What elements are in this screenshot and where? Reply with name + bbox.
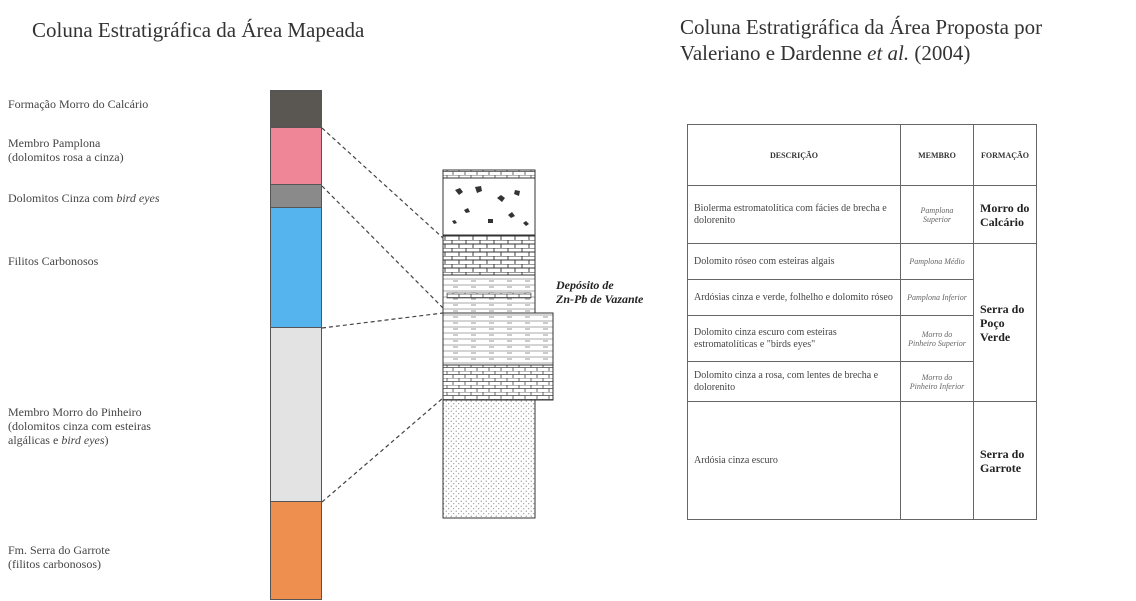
correlation-lines xyxy=(321,127,444,503)
unit-label-serra-garrote-line1: Fm. Serra do Garrote xyxy=(8,543,110,557)
table-row: Ardósias cinza e verde, folhelho e dolom… xyxy=(687,279,1037,316)
proposed-title-line2: Valeriano e Dardenne et al. (2004) xyxy=(680,40,1135,66)
row-member: Pamplona Inferior xyxy=(900,279,974,316)
deposit-label-line2: Zn-Pb de Vazante xyxy=(556,292,644,306)
stratigraphic-table: DESCRIÇÃO MEMBRO FORMAÇÃO Biolerma estro… xyxy=(687,124,1037,520)
row-description: Dolomito cinza a rosa, com lentes de bre… xyxy=(687,361,901,402)
proposed-title-year: (2004) xyxy=(914,41,971,65)
table-row: Dolomito cinza a rosa, com lentes de bre… xyxy=(687,361,1037,402)
row-member: Morro do Pinheiro Superior xyxy=(900,315,974,362)
proposed-column-title: Valeriano e Dardenne Coluna Estratigráfi… xyxy=(680,14,1135,66)
litho-breccia-clasts xyxy=(452,186,529,226)
row-description: Dolomito róseo com esteiras algais xyxy=(687,243,901,280)
column-segment-filitos xyxy=(270,207,322,328)
header-formation: FORMAÇÃO xyxy=(973,124,1037,186)
formation-morro-calcario: Morro do Calcário xyxy=(973,185,1037,244)
unit-label-serra-garrote: Fm. Serra do Garrote (filitos carbonosos… xyxy=(8,543,110,571)
header-member: MEMBRO xyxy=(900,124,974,186)
header-description: DESCRIÇÃO xyxy=(687,124,901,186)
unit-label-morro-pinheiro: Membro Morro do Pinheiro (dolomitos cinz… xyxy=(8,405,151,447)
deposit-label: Depósito de Zn-Pb de Vazante xyxy=(556,278,643,306)
unit-label-dolomitos-cinza-text: Dolomitos Cinza com xyxy=(8,191,114,205)
proposed-title-etal: et al. xyxy=(867,41,910,65)
litho-shale-marker xyxy=(446,292,532,299)
litho-top-cap xyxy=(442,169,536,179)
row-description: Ardósia cinza escuro xyxy=(687,401,901,520)
row-member: Morro do Pinheiro Inferior xyxy=(900,361,974,402)
litho-breccia xyxy=(442,177,536,236)
litho-mid-shale xyxy=(442,312,554,366)
unit-label-dolomitos-cinza: Dolomitos Cinza com bird eyes xyxy=(8,191,160,205)
unit-label-pamplona-line1: Membro Pamplona xyxy=(8,136,101,150)
row-member: Pamplona Superior xyxy=(900,185,974,244)
unit-label-morro-pinheiro-line3: algálicas e bird eyes) xyxy=(8,433,109,447)
deposit-label-line1: Depósito de xyxy=(556,278,614,292)
table-row: Biolerma estromatolítica com fácies de b… xyxy=(687,185,1037,244)
table-row: Ardósia cinza escuro Serra do Garrote xyxy=(687,401,1037,520)
unit-label-dolomitos-cinza-italic: bird eyes xyxy=(116,191,160,205)
formation-serra-garrote: Serra do Garrote xyxy=(973,401,1037,520)
row-description: Biolerma estromatolítica com fácies de b… xyxy=(687,185,901,244)
column-segment-morro-pinheiro xyxy=(270,327,322,502)
mapped-column-title: Coluna Estratigráfica da Área Mapeada xyxy=(32,18,365,42)
litho-lower-dolomite xyxy=(442,364,554,401)
row-description: Ardósias cinza e verde, folhelho e dolom… xyxy=(687,279,901,316)
unit-label-pamplona: Membro Pamplona (dolomitos rosa a cinza) xyxy=(8,136,124,164)
table-row: Dolomito cinza escuro com esteiras estro… xyxy=(687,315,1037,362)
proposed-title-authors: Valeriano e Dardenne xyxy=(680,41,862,65)
unit-label-morro-pinheiro-line2: (dolomitos cinza com esteiras xyxy=(8,419,151,433)
litho-dolomite xyxy=(442,234,536,276)
unit-label-morro-pinheiro-line1: Membro Morro do Pinheiro xyxy=(8,405,142,419)
table-header-row: DESCRIÇÃO MEMBRO FORMAÇÃO xyxy=(687,124,1037,186)
unit-label-pamplona-line2: (dolomitos rosa a cinza) xyxy=(8,150,124,164)
row-description: Dolomito cinza escuro com esteiras estro… xyxy=(687,315,901,362)
table-row: Dolomito róseo com esteiras algais Pampl… xyxy=(687,243,1037,402)
row-member xyxy=(900,401,974,520)
column-segment-pamplona xyxy=(270,127,322,185)
unit-label-serra-garrote-line2: (filitos carbonosos) xyxy=(8,557,101,571)
unit-label-filitos: Filitos Carbonosos xyxy=(8,254,99,268)
unit-label-morro-calcario: Formação Morro do Calcário xyxy=(8,97,149,111)
formation-serra-poco-verde: Serra do Poço Verde xyxy=(973,243,1037,402)
proposed-title-line1-text: Coluna Estratigráfica da Área Proposta p… xyxy=(680,15,1043,39)
column-segment-serra-garrote xyxy=(270,501,322,600)
row-member: Pamplona Médio xyxy=(900,243,974,280)
litho-slate xyxy=(442,399,536,519)
